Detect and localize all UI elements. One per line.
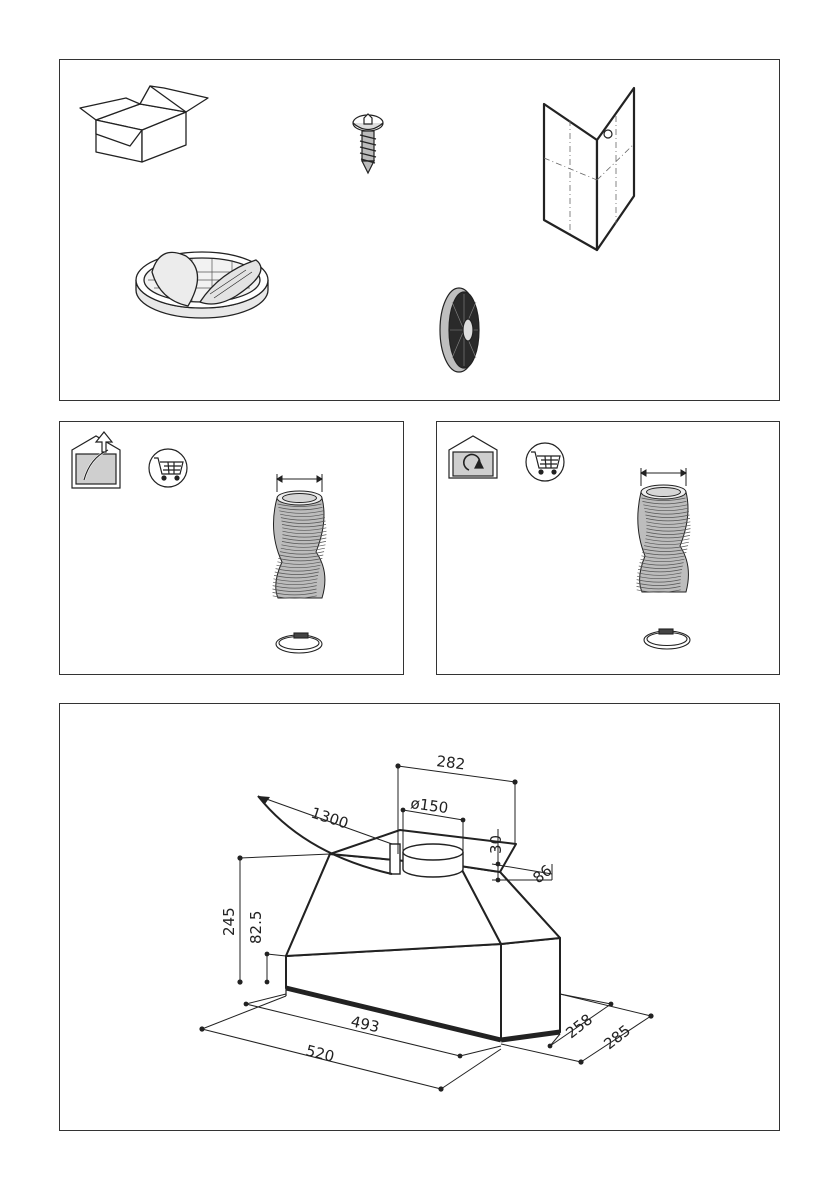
dim-top-width: 282 [436,752,467,773]
dim-outer-width: 520 [304,1041,336,1065]
dim-cable-length: 1300 [309,804,351,833]
carton-box-icon [80,86,208,162]
dim-body-height: 82.5 [247,911,265,944]
dim-inner-depth: 258 [562,1010,596,1042]
house-recirculating-icon [449,436,497,478]
grease-filter-icon [136,252,268,318]
dim-inner-width: 493 [349,1012,381,1036]
dim-total-height: 245 [220,907,238,936]
flexible-duct-icon [273,474,327,598]
recirculating-accessories-panel [436,421,780,675]
paper-template-icon [544,88,634,250]
hose-clamp-icon [644,629,690,649]
dim-outer-depth: 285 [600,1021,634,1053]
charcoal-filter-icon [440,288,479,372]
dim-outlet-height: 30 [487,835,505,854]
package-contents-panel [59,59,780,401]
ducted-accessories-panel [59,421,404,675]
screw-icon [353,114,383,173]
house-ducted-icon [72,432,120,488]
dim-outlet-diameter: ø150 [409,794,449,817]
shopping-cart-icon [149,449,187,487]
hose-clamp-icon [276,633,322,653]
shopping-cart-icon [526,443,564,481]
dimensions-panel: 282 ø150 1300 30 86 245 82.5 493 520 258… [59,703,780,1131]
flexible-duct-icon [637,468,691,592]
